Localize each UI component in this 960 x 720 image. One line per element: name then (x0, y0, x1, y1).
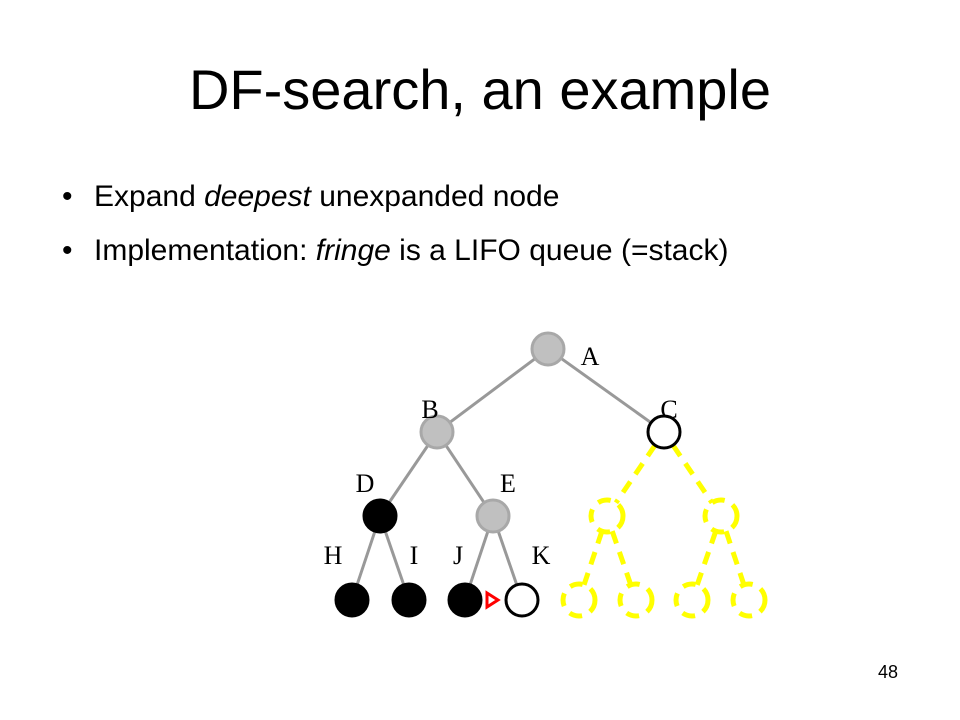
unexplored-node (560, 581, 598, 619)
edge-B-D (387, 444, 430, 504)
node-C (646, 414, 682, 450)
bullet-implementation: Implementation: fringe is a LIFO queue (… (62, 224, 728, 278)
edge-E-K (496, 530, 519, 586)
unexplored-node (702, 497, 740, 535)
node-I (391, 582, 427, 618)
unexplored-edge (609, 530, 634, 586)
current-node-marker-icon (485, 590, 501, 610)
node-B (419, 414, 455, 450)
unexplored-edge (670, 443, 715, 505)
unexplored-edge (581, 530, 605, 586)
edge-A-C (560, 357, 652, 424)
unexplored-edge (613, 443, 658, 505)
unexplored-node (588, 497, 626, 535)
unexplored-edge (694, 530, 719, 586)
slide-title: DF-search, an example (188, 58, 771, 121)
node-label-I: I (410, 541, 419, 570)
node-label-A: A (581, 342, 600, 371)
node-label-C: C (660, 395, 677, 424)
node-D (362, 498, 398, 534)
unexplored-node (673, 581, 711, 619)
page-number: 48 (878, 662, 899, 682)
edge-E-J (468, 530, 490, 586)
edge-A-B (448, 357, 537, 424)
edge-D-I (383, 530, 406, 586)
unexplored-edge (723, 530, 747, 586)
tree-nodes (334, 331, 682, 618)
unexplored-node (730, 581, 768, 619)
bullet-expand: Expand deepest unexpanded node (62, 170, 728, 224)
node-J (447, 582, 483, 618)
node-A (530, 331, 566, 367)
node-label-E: E (500, 469, 516, 498)
edge-B-E (444, 444, 486, 504)
node-label-K: K (532, 541, 551, 570)
node-label-B: B (421, 395, 438, 424)
unexplored-subtree (560, 443, 768, 619)
node-K (504, 582, 540, 618)
node-H (334, 582, 370, 618)
unexplored-node (617, 581, 655, 619)
bullet-list: Expand deepest unexpanded node Implement… (62, 170, 728, 278)
node-E (475, 498, 511, 534)
edge-D-H (355, 530, 377, 586)
tree-edges (355, 357, 652, 586)
node-label-D: D (356, 469, 375, 498)
node-labels: A B C D E H I J K (324, 342, 678, 570)
node-label-J: J (453, 541, 463, 570)
node-label-H: H (324, 541, 343, 570)
